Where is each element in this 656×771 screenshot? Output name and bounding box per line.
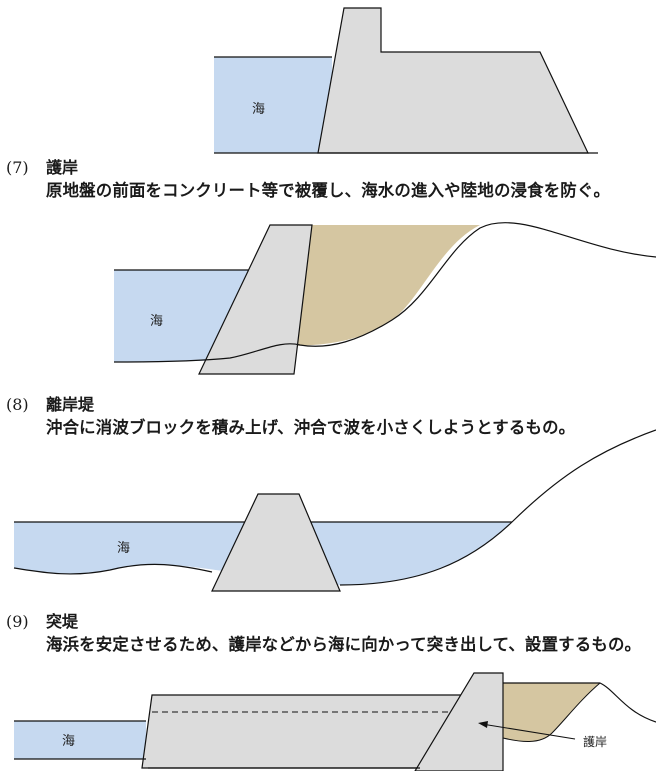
revetment-callout-label: 護岸 — [583, 735, 608, 749]
sea-label: 海 — [150, 314, 164, 329]
breakwater-blocks — [211, 493, 341, 592]
callout-arrowhead — [478, 721, 488, 728]
section-number: (7) — [6, 158, 29, 177]
section-heading: (9) 突堤 — [6, 611, 646, 633]
backfill-soil — [296, 225, 480, 346]
section-heading: (7) 護岸 — [6, 157, 646, 179]
groin-body — [141, 694, 471, 769]
backfill-soil — [503, 683, 600, 742]
section-8: (8) 離岸堤 沖合に消波ブロックを積み上げ、沖合で波を小さくしようとするもの。 — [6, 394, 646, 439]
figure-7-revetment — [113, 222, 656, 375]
seawall-structure — [317, 7, 589, 154]
section-description: 原地盤の前面をコンクリート等で被覆し、海水の進入や陸地の浸食を防ぐ。 — [46, 181, 611, 200]
original-ground-line — [113, 222, 656, 363]
section-9: (9) 突堤 海浜を安定させるため、護岸などから海に向かって突き出して、設置するも… — [6, 611, 646, 656]
sea-area — [214, 57, 332, 153]
ground-line — [503, 682, 656, 723]
figure-8-detached-breakwater — [13, 429, 656, 592]
section-description: 海浜を安定させるため、護岸などから海に向かって突き出して、設置するもの。 — [46, 635, 642, 654]
section-heading: (8) 離岸堤 — [6, 394, 646, 416]
soil-boundary-line — [502, 682, 601, 742]
callout-leader-line — [481, 723, 576, 740]
sea-area — [14, 721, 146, 759]
revetment-wall — [198, 224, 313, 375]
section-description: 沖合に消波ブロックを積み上げ、沖合で波を小さくしようとするもの。 — [46, 418, 576, 437]
sea-label: 海 — [62, 734, 76, 749]
section-title: 護岸 — [46, 158, 79, 177]
seabed-line — [13, 429, 656, 586]
section-title: 離岸堤 — [46, 395, 95, 414]
section-number: (9) — [6, 612, 29, 631]
section-number: (8) — [6, 395, 29, 414]
sea-label: 海 — [117, 541, 131, 556]
section-title: 突堤 — [46, 612, 79, 631]
sea-label: 海 — [252, 102, 266, 117]
figure-9-groin — [14, 672, 656, 771]
section-7: (7) 護岸 原地盤の前面をコンクリート等で被覆し、海水の進入や陸地の浸食を防ぐ。 — [6, 157, 646, 202]
figure-top — [214, 7, 598, 154]
revetment-wall — [414, 672, 504, 771]
